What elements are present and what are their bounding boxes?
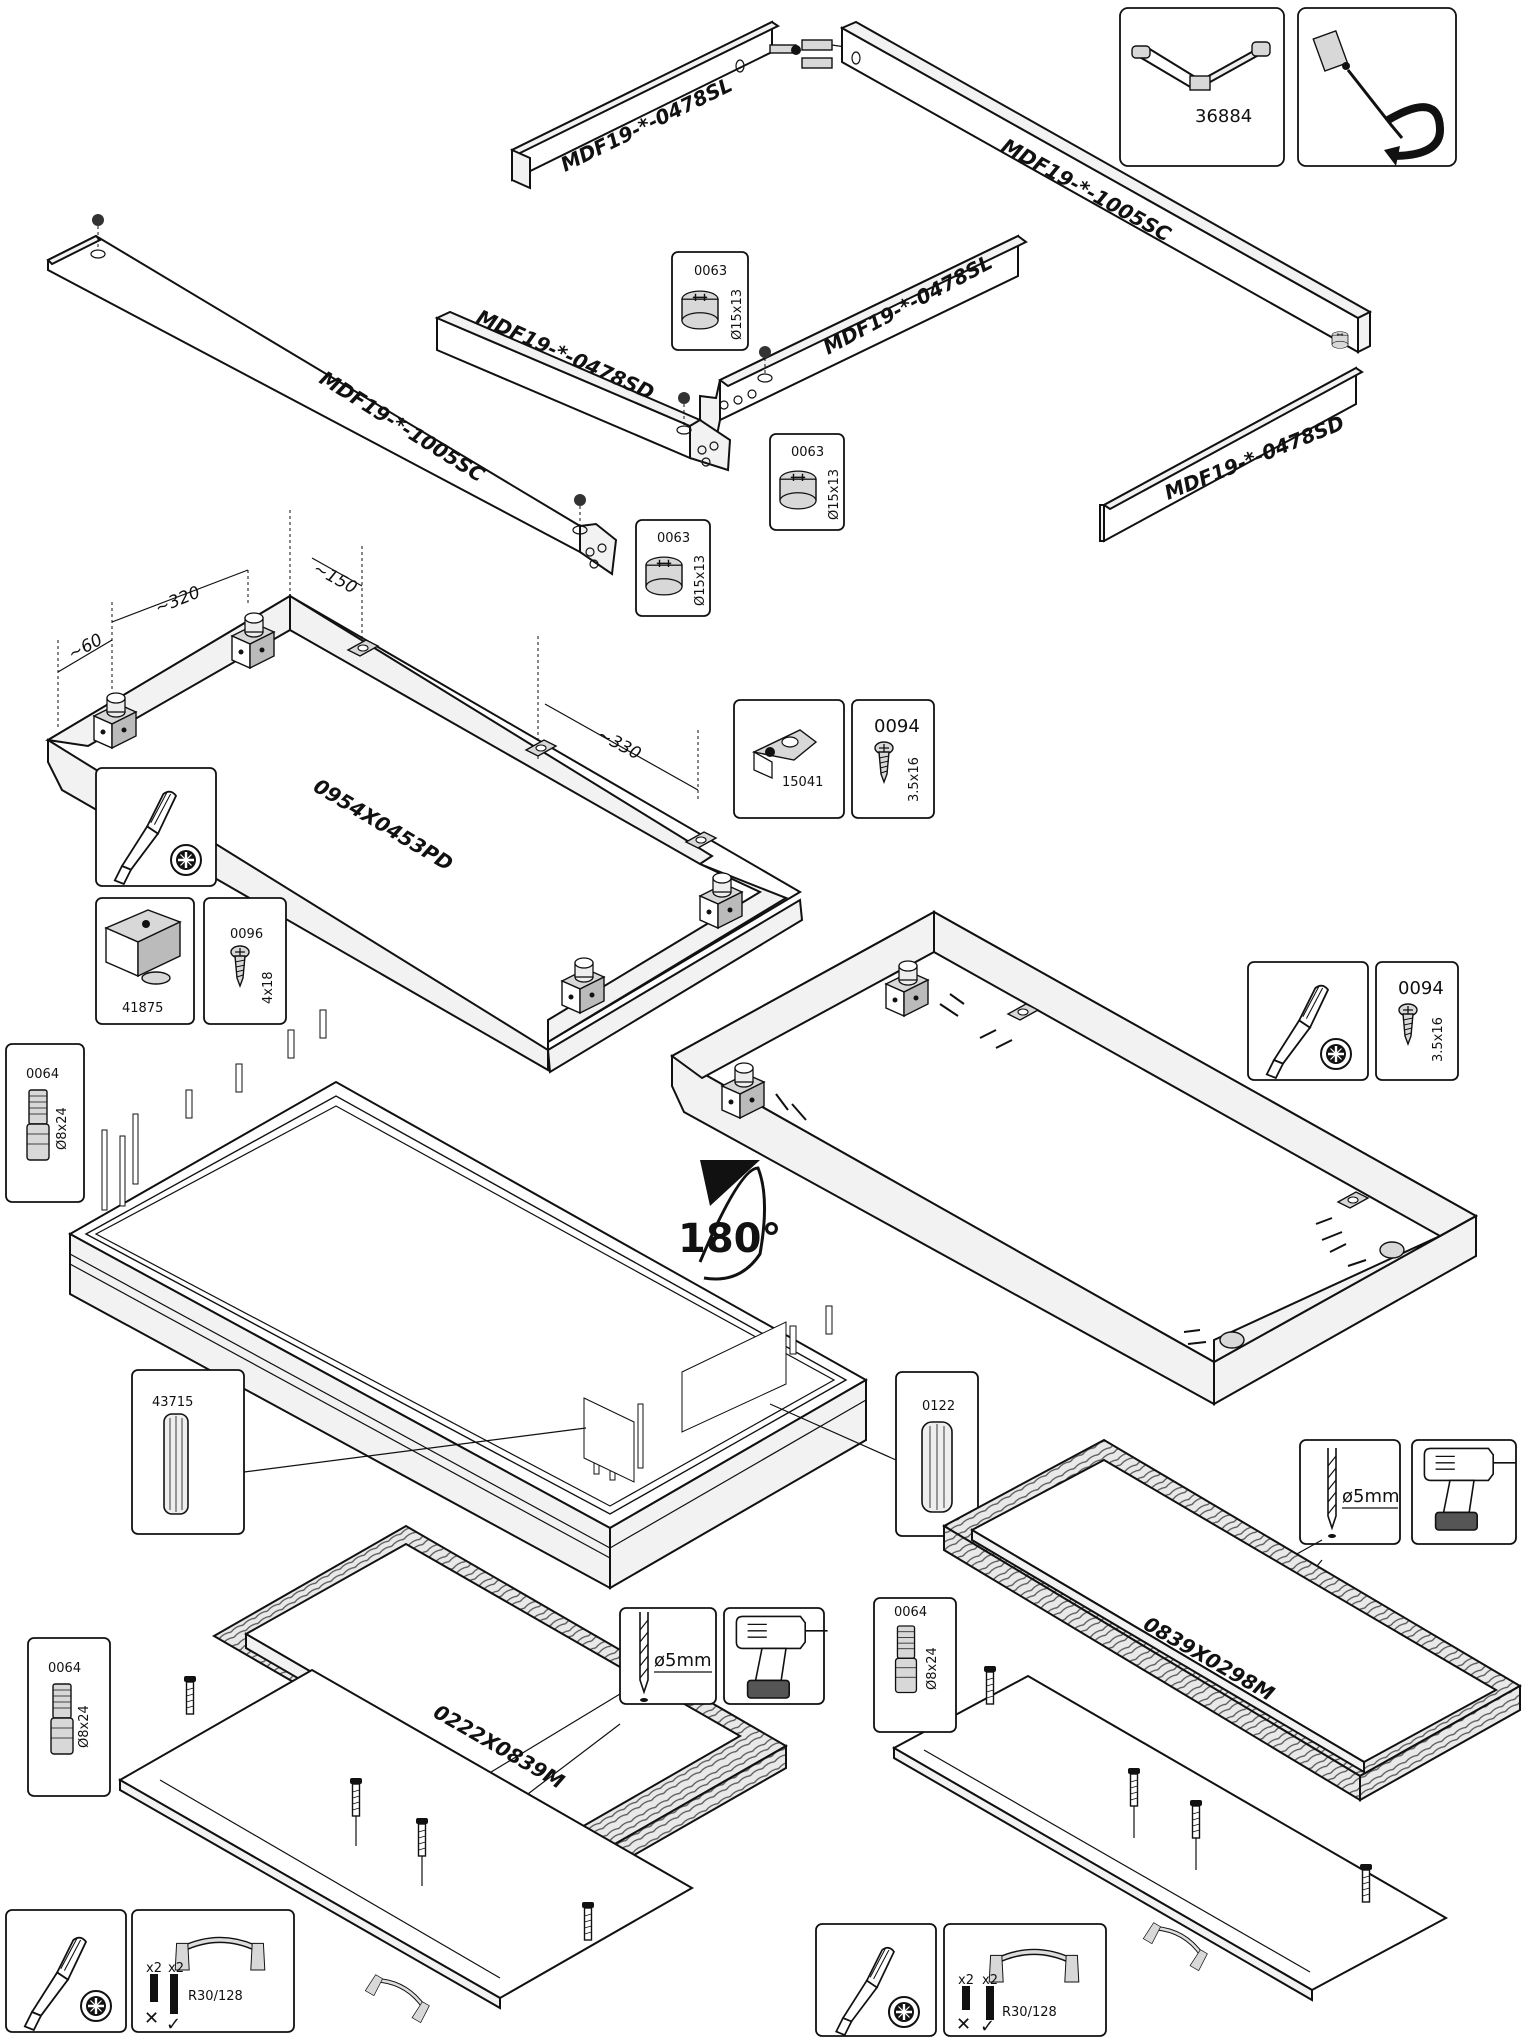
- screw-size-a: 3.5x16: [1431, 1017, 1446, 1062]
- cross-mark: ✕: [144, 2008, 159, 2029]
- x2-label: x2: [958, 1973, 974, 1988]
- connector-code: 36884: [1195, 106, 1252, 127]
- bracket-screw-callout: 15041 0094 3.5x16: [733, 699, 935, 819]
- pin-code-a: 43715: [152, 1395, 193, 1410]
- rotation-label: 180°: [678, 1216, 782, 1262]
- dowel-pins: [101, 1009, 833, 1483]
- dimension-330: ~330: [594, 725, 645, 765]
- handle-callout-2: x2 x2 ✕ ✓ R30/128: [943, 1923, 1107, 2037]
- cam-code: 0063: [694, 264, 727, 279]
- screwdriver-callout-4: [815, 1923, 937, 2037]
- rotate-180: 180°: [678, 1160, 782, 1281]
- right-frame: [669, 910, 1479, 1406]
- handle-size: R30/128: [1002, 2005, 1057, 2020]
- cross-mark: ✕: [956, 2014, 971, 2035]
- cam-callout-1: 0063 Ø15x13: [671, 251, 749, 351]
- pin-code-b: 0122: [922, 1399, 955, 1414]
- x2-label: x2: [982, 1973, 998, 1988]
- cam-code: 0063: [791, 445, 824, 460]
- connector-callout: 36884: [1119, 7, 1285, 167]
- cam-callout-2: 0063 Ø15x13: [769, 433, 845, 531]
- screw-size-a: 3.5x16: [907, 757, 922, 802]
- dowel-size: Ø8x24: [925, 1647, 940, 1690]
- drill-size: ø5mm: [1342, 1486, 1400, 1507]
- top-panel: [67, 1080, 869, 1590]
- dowel-callout-3: 0064 Ø8x24: [873, 1597, 957, 1733]
- dowel-callout-1: 0064 Ø8x24: [5, 1043, 85, 1203]
- turn-callout: [1297, 7, 1457, 167]
- screw-size-b: 4x18: [261, 971, 276, 1004]
- dowel-code: 0064: [894, 1605, 927, 1620]
- dimension-60: ~60: [65, 630, 106, 665]
- x2-label: x2: [168, 1961, 184, 1976]
- small-rail: MDF19-*-0478SL: [699, 234, 1028, 441]
- dowel-code: 0064: [48, 1661, 81, 1676]
- drill-size: ø5mm: [654, 1650, 712, 1671]
- cam-size: Ø15x13: [693, 555, 708, 606]
- x2-label: x2: [146, 1961, 162, 1976]
- handle-callout-1: x2 x2 ✕ ✓ R30/128: [131, 1909, 295, 2035]
- right-bottom-rail: MDF19-*-0478SD: [1099, 331, 1364, 543]
- screwdriver-callout-3: [5, 1909, 127, 2033]
- left-long-rail: MDF19-*-1005SC: [46, 214, 618, 576]
- check-mark: ✓: [166, 2014, 181, 2035]
- handle-size: R30/128: [188, 1989, 243, 2004]
- dowel-code: 0064: [26, 1067, 59, 1082]
- bracket-code: 15041: [782, 775, 823, 790]
- dimension-150: ~150: [310, 559, 361, 599]
- screwdriver-callout-2: 0094 3.5x16: [1247, 961, 1459, 1081]
- screwdriver-callout-1: [95, 767, 217, 887]
- cam-callout-3: 0063 Ø15x13: [635, 519, 711, 617]
- screw-code-a: 0094: [874, 716, 920, 737]
- dimension-320: ~320: [152, 583, 203, 619]
- cam-size: Ø15x13: [827, 469, 842, 520]
- screw-code-b: 0096: [230, 927, 263, 942]
- leveler-callout: 41875: [95, 897, 195, 1025]
- dowel-size: Ø8x24: [55, 1107, 70, 1150]
- top-left-rail: MDF19-*-0478SL: [510, 20, 780, 190]
- cam-connector: [769, 39, 853, 69]
- pin-callout-0122: 0122: [769, 1371, 979, 1537]
- check-mark: ✓: [980, 2016, 995, 2037]
- dowel-callout-2: 0064 Ø8x24: [27, 1637, 111, 1797]
- dowel-size: Ø8x24: [77, 1705, 92, 1748]
- cam-code: 0063: [657, 531, 690, 546]
- top-right-rail: MDF19-*-1005SC: [839, 20, 1373, 354]
- left-door-assembly: 0222X0839M ø5mm: [117, 1524, 829, 2023]
- cam-size: Ø15x13: [730, 289, 745, 340]
- screw-code-a: 0094: [1398, 978, 1444, 999]
- screw-b-callout: 0096 4x18: [203, 897, 287, 1025]
- right-door-assembly: ø5mm 0839X0298M: [891, 1438, 1523, 2002]
- pin-callout-43715: 43715: [131, 1369, 587, 1535]
- leveler-code: 41875: [122, 1001, 163, 1016]
- small-rail-label: MDF19-*-0478SL: [819, 250, 996, 359]
